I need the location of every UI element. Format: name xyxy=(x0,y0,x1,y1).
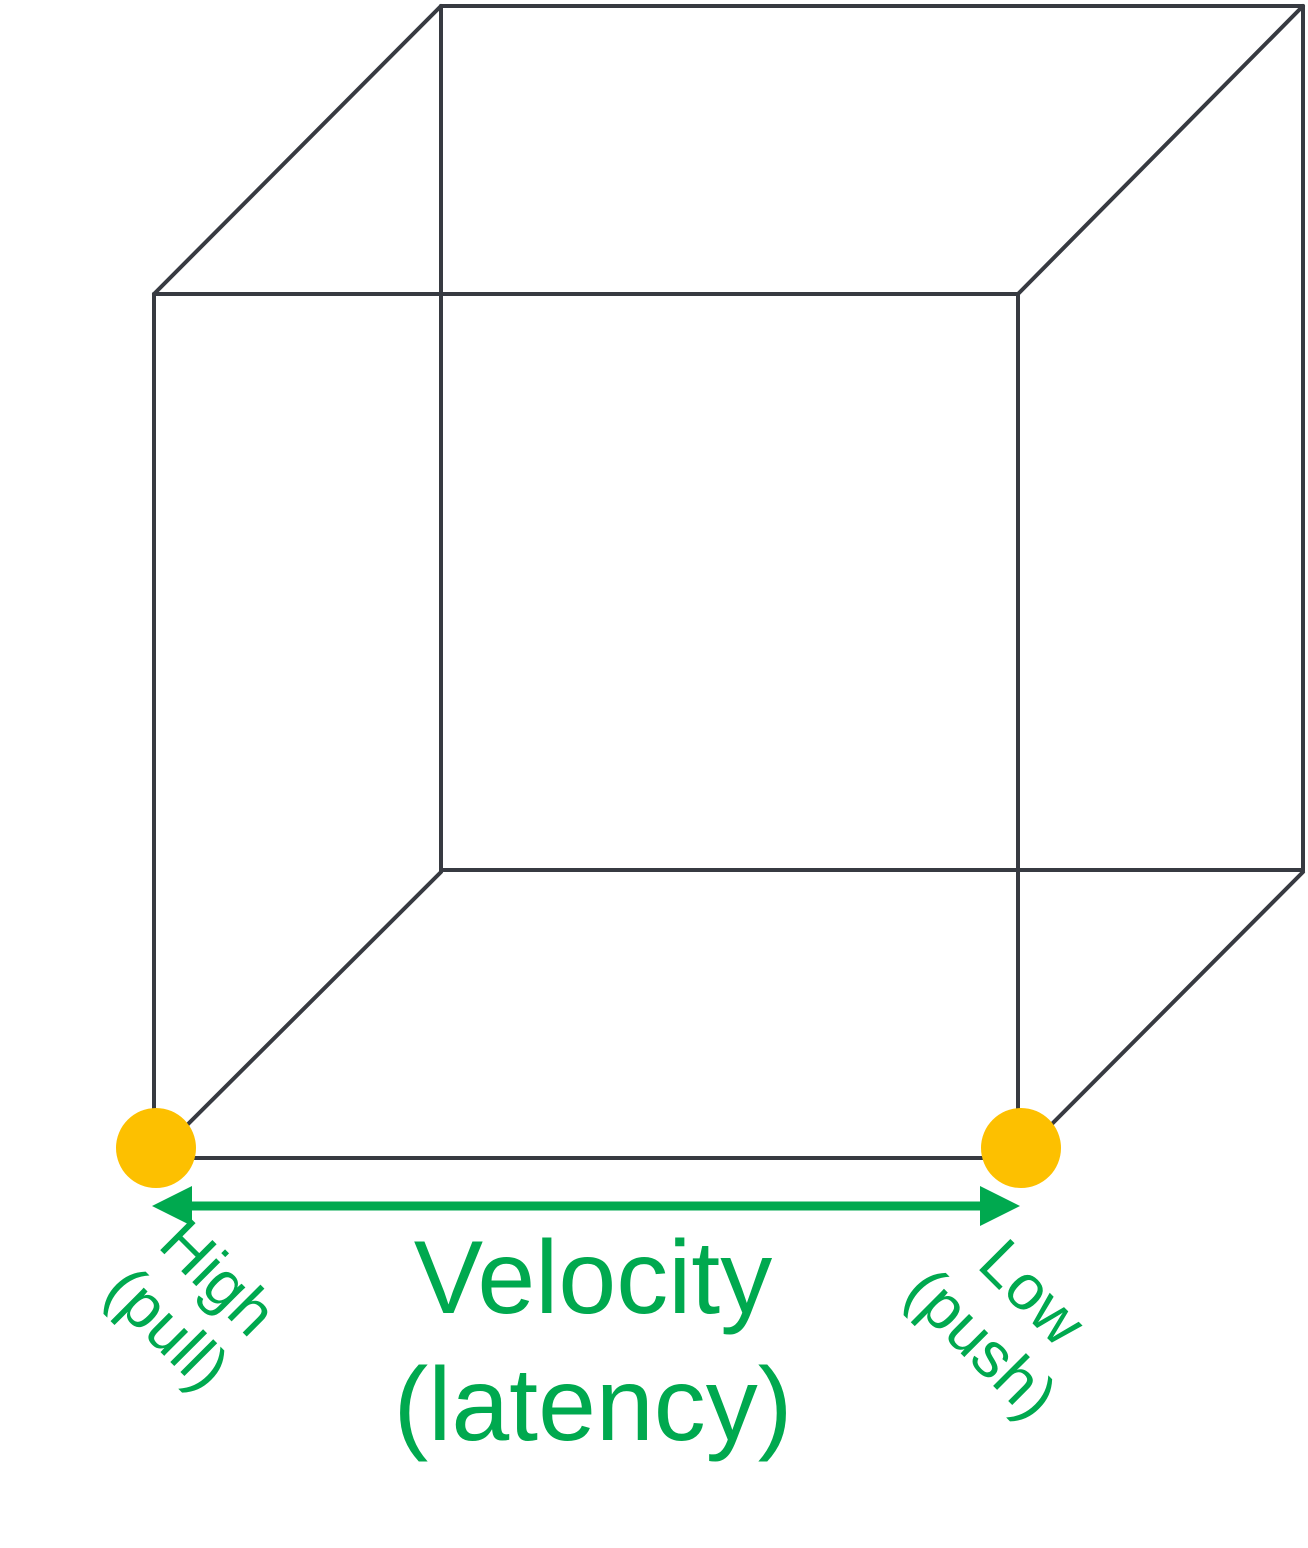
cube-edge-depth-bottom-left xyxy=(152,870,443,1160)
cube-front-face xyxy=(152,292,1020,1160)
cube-back-face xyxy=(439,4,1305,872)
axis-title-line2: (latency) xyxy=(394,1347,793,1463)
cube-edge-depth-bottom-right xyxy=(1016,870,1305,1160)
velocity-arrow-head-right xyxy=(980,1186,1020,1226)
cube-edge-depth-top-right xyxy=(1016,4,1305,296)
cube-edge-depth-top-left xyxy=(152,4,443,296)
endpoint-low-marker xyxy=(981,1108,1061,1188)
right-end-label: Low (push) xyxy=(892,1225,1100,1432)
cube-depth-edges xyxy=(152,4,1305,1160)
axis-title-line1: Velocity xyxy=(414,1220,772,1336)
left-end-label: High (pull) xyxy=(92,1205,291,1404)
velocity-axis-arrow xyxy=(152,1186,1020,1226)
endpoint-high-marker xyxy=(116,1108,196,1188)
velocity-arrow-head-left xyxy=(152,1186,192,1226)
